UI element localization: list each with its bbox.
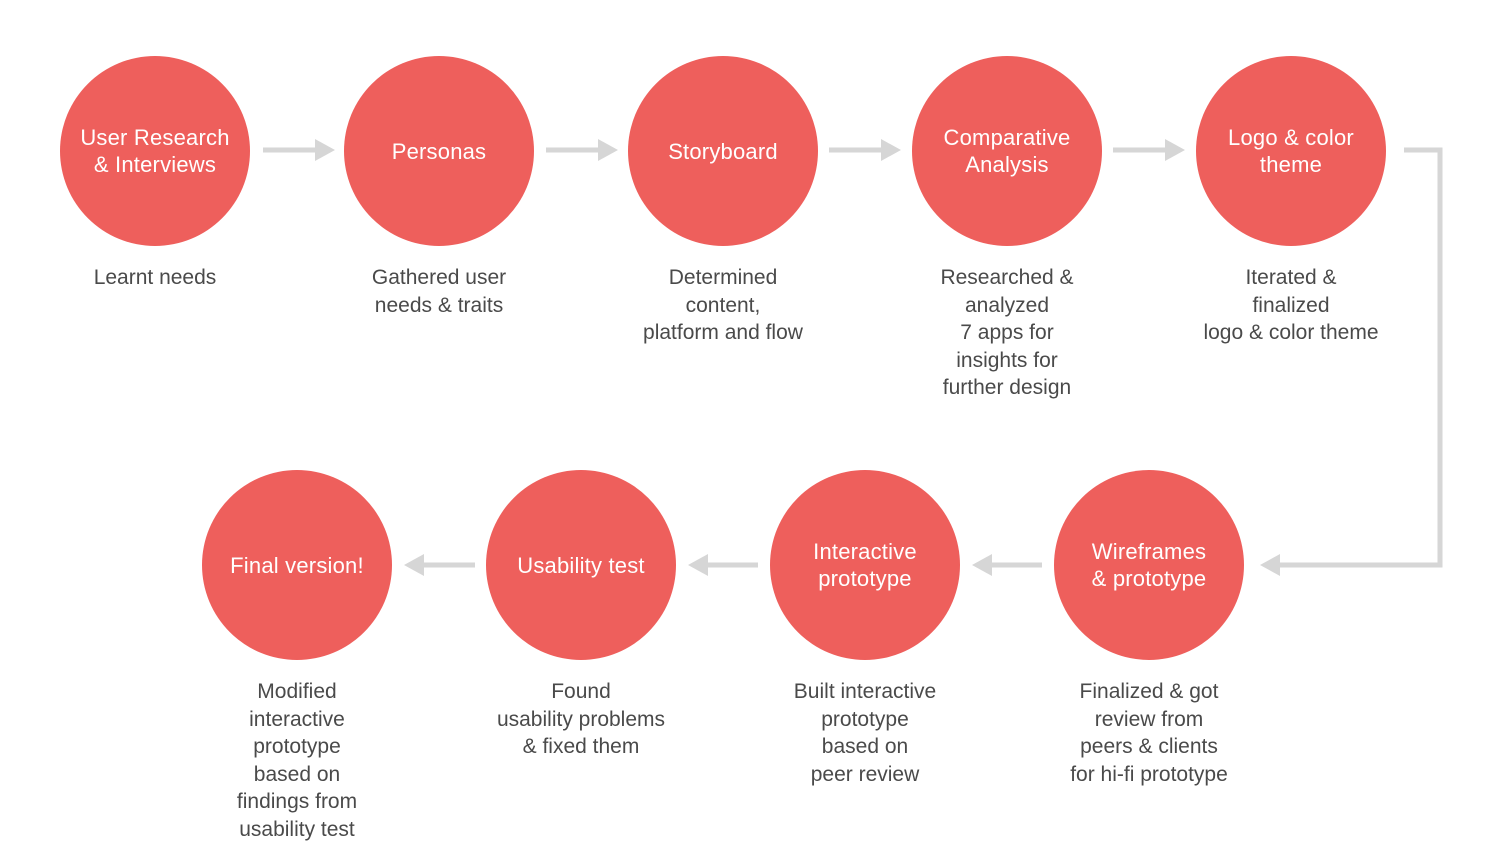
step-title: Personas: [391, 138, 487, 164]
step-circle: Logo & color theme: [1196, 56, 1386, 246]
step-circle: Comparative Analysis: [912, 56, 1102, 246]
elbow-connector-logo-to-wireframes: [1277, 147, 1443, 568]
step-circle: Final version!: [202, 470, 392, 660]
arrowhead-3: [881, 139, 901, 161]
step-description: Finalized & got review from peers & clie…: [1070, 680, 1228, 786]
step-description: Gathered user needs & traits: [371, 266, 507, 317]
step-title: Comparative Analysis: [943, 125, 1071, 177]
step-title: Final version!: [230, 552, 364, 578]
arrowhead-2: [598, 139, 618, 161]
step-description: Iterated & finalized logo & color theme: [1203, 266, 1379, 344]
arrowhead-5: [1260, 554, 1280, 576]
arrowhead-8: [404, 554, 424, 576]
arrowhead-6: [972, 554, 992, 576]
step-circle: Storyboard: [628, 56, 818, 246]
arrowhead-1: [315, 139, 335, 161]
step-circle: Personas: [344, 56, 534, 246]
step-title: Logo & color theme: [1228, 125, 1354, 177]
arrowhead-7: [688, 554, 708, 576]
step-description: Modified interactive prototype based on …: [236, 680, 358, 841]
step-title: Interactive prototype: [813, 539, 917, 591]
step-description: Found usability problems & fixed them: [496, 680, 666, 758]
step-title: User Research & Interviews: [80, 125, 230, 177]
step-description: Learnt needs: [93, 266, 217, 289]
step-circle: Usability test: [486, 470, 676, 660]
step-circle: Interactive prototype: [770, 470, 960, 660]
arrowhead-4: [1165, 139, 1185, 161]
step-circle: User Research & Interviews: [60, 56, 250, 246]
step-description: Built interactive prototype based on pee…: [793, 680, 937, 786]
step-description: Determined content, platform and flow: [643, 266, 803, 344]
step-title: Wireframes & prototype: [1091, 539, 1207, 591]
step-circle: Wireframes & prototype: [1054, 470, 1244, 660]
step-title: Usability test: [517, 552, 645, 578]
step-title: Storyboard: [668, 138, 778, 164]
step-description: Researched & analyzed 7 apps for insight…: [940, 266, 1074, 399]
